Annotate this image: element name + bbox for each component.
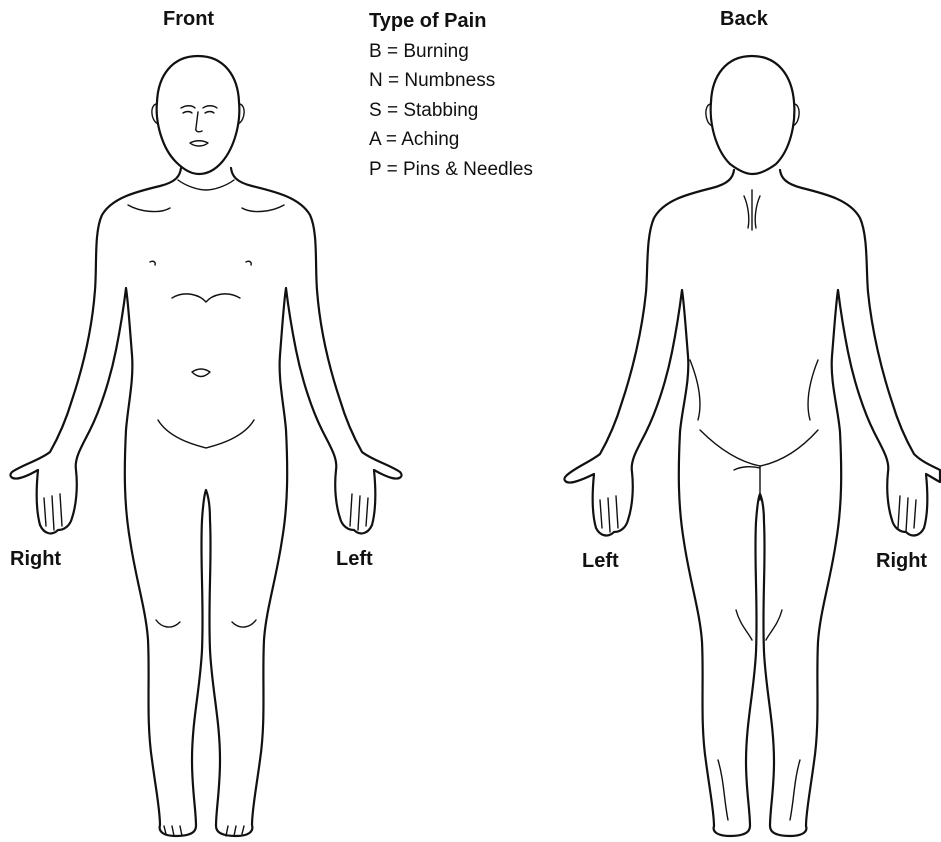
back-head (711, 56, 795, 174)
front-body-outline[interactable] (10, 56, 401, 836)
back-body-outline[interactable] (564, 56, 940, 836)
back-torso-outline (564, 170, 940, 836)
front-torso-outline (10, 168, 401, 836)
